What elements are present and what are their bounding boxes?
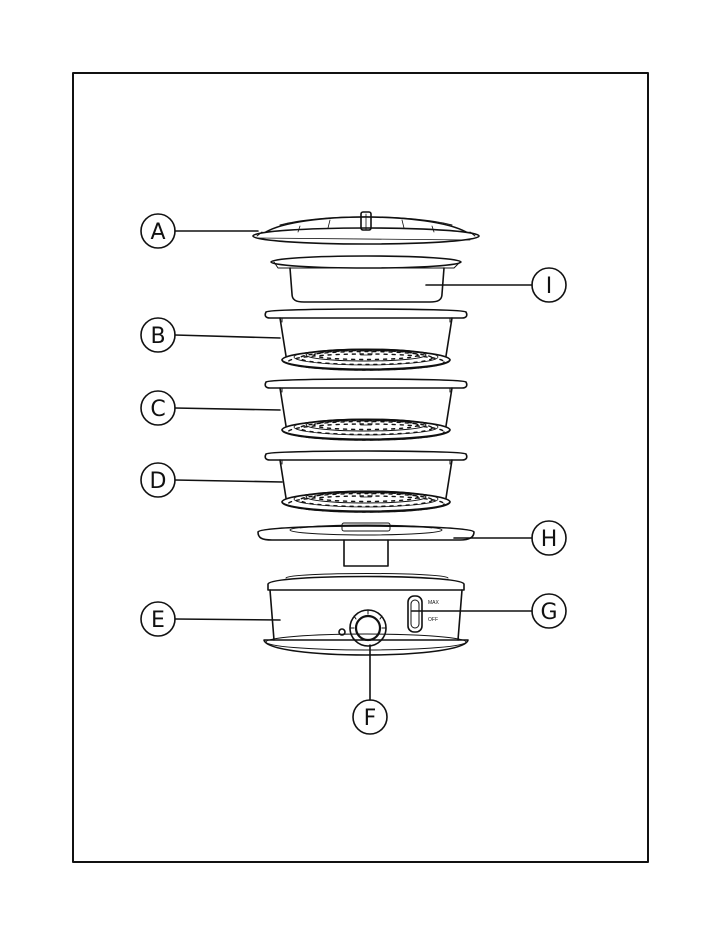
svg-text:A: A: [150, 220, 165, 245]
steaming-bowl-bottom: [265, 451, 467, 512]
svg-text:H: H: [541, 527, 558, 552]
svg-text:C: C: [150, 397, 165, 422]
rice-bowl: [271, 256, 461, 302]
drip-tray: [258, 523, 474, 566]
lid: [253, 212, 479, 244]
callout-g: G: [532, 594, 566, 628]
svg-text:B: B: [150, 324, 165, 349]
svg-text:E: E: [151, 608, 165, 633]
page-frame: [73, 73, 648, 862]
callout-f: F: [353, 700, 387, 734]
svg-text:F: F: [364, 706, 377, 731]
steaming-bowl-top: [265, 309, 467, 370]
steaming-bowl-middle: [265, 379, 467, 440]
switch-label-max: MAX: [428, 600, 440, 606]
callout-b: B: [141, 318, 175, 352]
callout-i: I: [532, 268, 566, 302]
timer-dial: [350, 610, 386, 646]
power-switch: MAX OFF: [408, 596, 440, 632]
svg-text:D: D: [150, 469, 167, 494]
svg-text:G: G: [540, 600, 557, 625]
callout-a: A: [141, 214, 175, 248]
callout-h: H: [532, 521, 566, 555]
callout-e: E: [141, 602, 175, 636]
callout-d: D: [141, 463, 175, 497]
water-reservoir-base: MAX OFF: [264, 574, 468, 656]
callout-c: C: [141, 391, 175, 425]
switch-label-off: OFF: [428, 617, 438, 623]
svg-text:I: I: [546, 274, 553, 299]
